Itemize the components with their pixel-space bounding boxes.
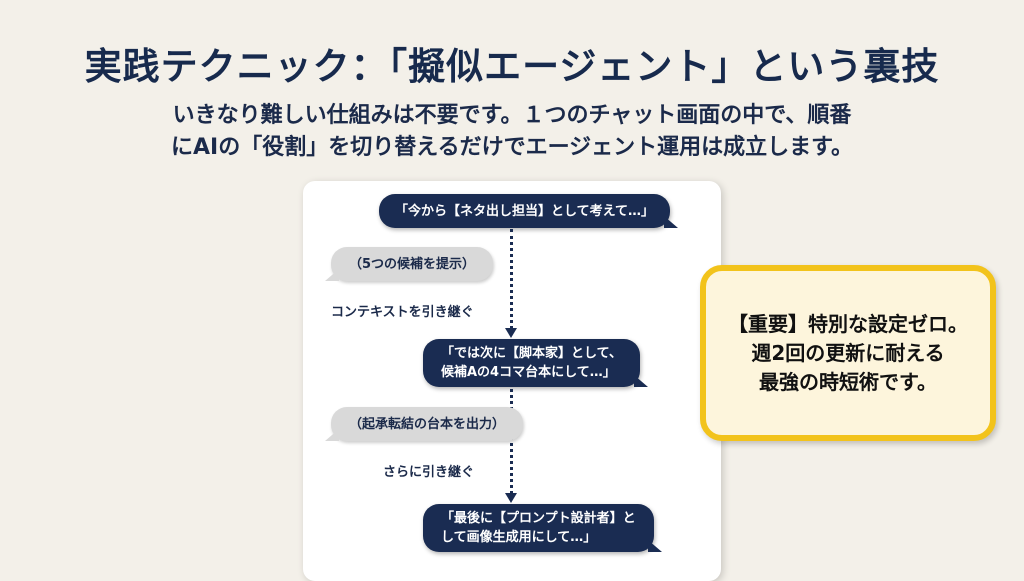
user-bubble-step2-line1: 「では次に【脚本家】として、 xyxy=(441,346,622,361)
down-arrow-icon xyxy=(505,493,517,503)
callout-line-3: 最強の時短術です。 xyxy=(759,369,937,394)
down-arrow-icon xyxy=(505,328,517,338)
user-bubble-step3-line1: 「最後に【プロンプト設計者】と xyxy=(441,511,636,526)
subtitle-line-1: いきなり難しい仕組みは不要です。１つのチャット画面の中で、順番 xyxy=(172,103,852,128)
important-callout-box: 【重要】特別な設定ゼロ。 週2回の更新に耐える 最強の時短術です。 xyxy=(700,265,996,441)
user-bubble-step3: 「最後に【プロンプト設計者】と して画像生成用にして…」 xyxy=(423,504,662,552)
transition-label-2: さらに引き継ぐ xyxy=(383,465,475,480)
ai-bubble-step1: （5つの候補を提示） xyxy=(325,247,494,281)
callout-line-2: 週2回の更新に耐える xyxy=(751,340,945,365)
ai-bubble-step1-text: （5つの候補を提示） xyxy=(349,256,476,272)
chat-flow-panel: 「今から【ネタ出し担当】として考えて…」 （5つの候補を提示） コンテキストを引… xyxy=(303,181,721,581)
ai-bubble-step2-text: （起承転結の台本を出力） xyxy=(349,416,506,432)
user-bubble-step2: 「では次に【脚本家】として、 候補Aの4コマ台本にして…」 xyxy=(423,339,648,387)
page-title: 実践テクニック：「擬似エージェント」という裏技 xyxy=(84,45,940,88)
user-bubble-step3-line2: して画像生成用にして…」 xyxy=(441,530,597,545)
bubble-tail xyxy=(647,540,662,552)
user-bubble-step1-text: 「今から【ネタ出し担当】として考えて…」 xyxy=(395,203,654,219)
flow-connector-dotted-line xyxy=(510,389,513,494)
subtitle: いきなり難しい仕組みは不要です。１つのチャット画面の中で、順番 にAIの「役割」… xyxy=(0,100,1024,164)
ai-bubble-step2: （起承転結の台本を出力） xyxy=(325,407,524,441)
bubble-tail xyxy=(633,375,648,387)
subtitle-line-2: にAIの「役割」を切り替えるだけでエージェント運用は成立します。 xyxy=(171,135,853,160)
user-bubble-step1: 「今から【ネタ出し担当】として考えて…」 xyxy=(379,194,678,228)
bubble-tail xyxy=(325,429,339,441)
bubble-tail xyxy=(663,216,678,228)
callout-line-1: 【重要】特別な設定ゼロ。 xyxy=(728,311,968,336)
transition-label-1: コンテキストを引き継ぐ xyxy=(331,305,474,320)
flow-connector-dotted-line xyxy=(510,229,513,329)
bubble-tail xyxy=(325,269,339,281)
user-bubble-step2-line2: 候補Aの4コマ台本にして…」 xyxy=(441,365,616,380)
